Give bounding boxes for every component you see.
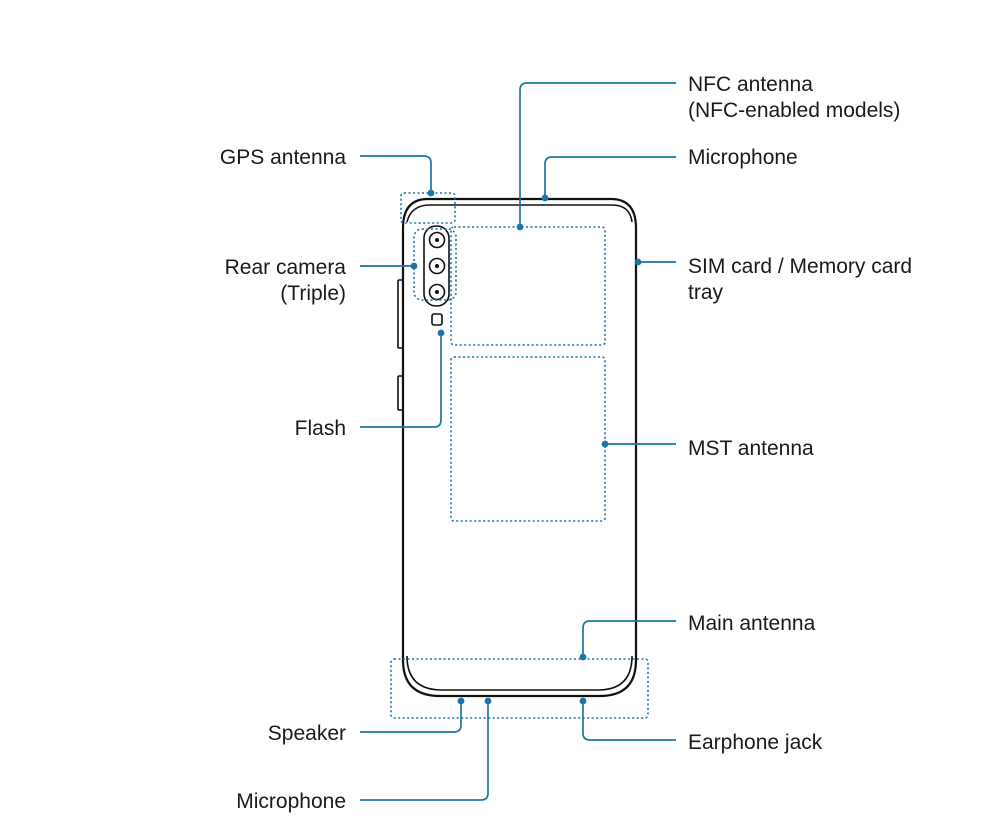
gps-antenna-leader (360, 155, 435, 197)
nfc-antenna-leader (516, 82, 676, 231)
label-nfc-antenna-note: (NFC-enabled models) (688, 99, 900, 122)
label-microphone-bottom: Microphone (236, 790, 346, 813)
label-speaker: Speaker (268, 722, 346, 745)
mst-antenna-leader (601, 440, 676, 448)
microphone-top-leader (541, 156, 676, 202)
label-nfc-antenna: NFC antenna (688, 73, 813, 96)
main-antenna-leader (579, 620, 676, 661)
nfc-antenna-area (450, 226, 606, 346)
speaker-leader (360, 697, 465, 733)
label-flash: Flash (295, 417, 346, 440)
label-rear-camera-note: (Triple) (280, 282, 346, 305)
sim-tray-leader (634, 258, 676, 266)
label-gps-antenna: GPS antenna (220, 146, 346, 169)
rear-camera-leader (360, 262, 418, 270)
label-microphone-top: Microphone (688, 146, 798, 169)
label-main-antenna: Main antenna (688, 612, 816, 635)
mst-antenna-area (450, 356, 606, 522)
side-buttons (397, 279, 404, 411)
label-earphone-jack: Earphone jack (688, 731, 823, 754)
label-mst-antenna: MST antenna (688, 437, 814, 460)
bottom-antenna-area (390, 658, 649, 719)
label-sim-card-tray-line2: tray (688, 281, 724, 304)
label-sim-card-tray: SIM card / Memory card (688, 255, 912, 278)
flash-leader (360, 329, 445, 428)
flash-unit (431, 313, 443, 326)
label-rear-camera: Rear camera (225, 256, 347, 279)
rear-camera-module (423, 225, 450, 307)
earphone-jack-leader (579, 697, 676, 741)
microphone-bottom-leader (360, 697, 492, 801)
phone-back-outline (401, 197, 638, 698)
